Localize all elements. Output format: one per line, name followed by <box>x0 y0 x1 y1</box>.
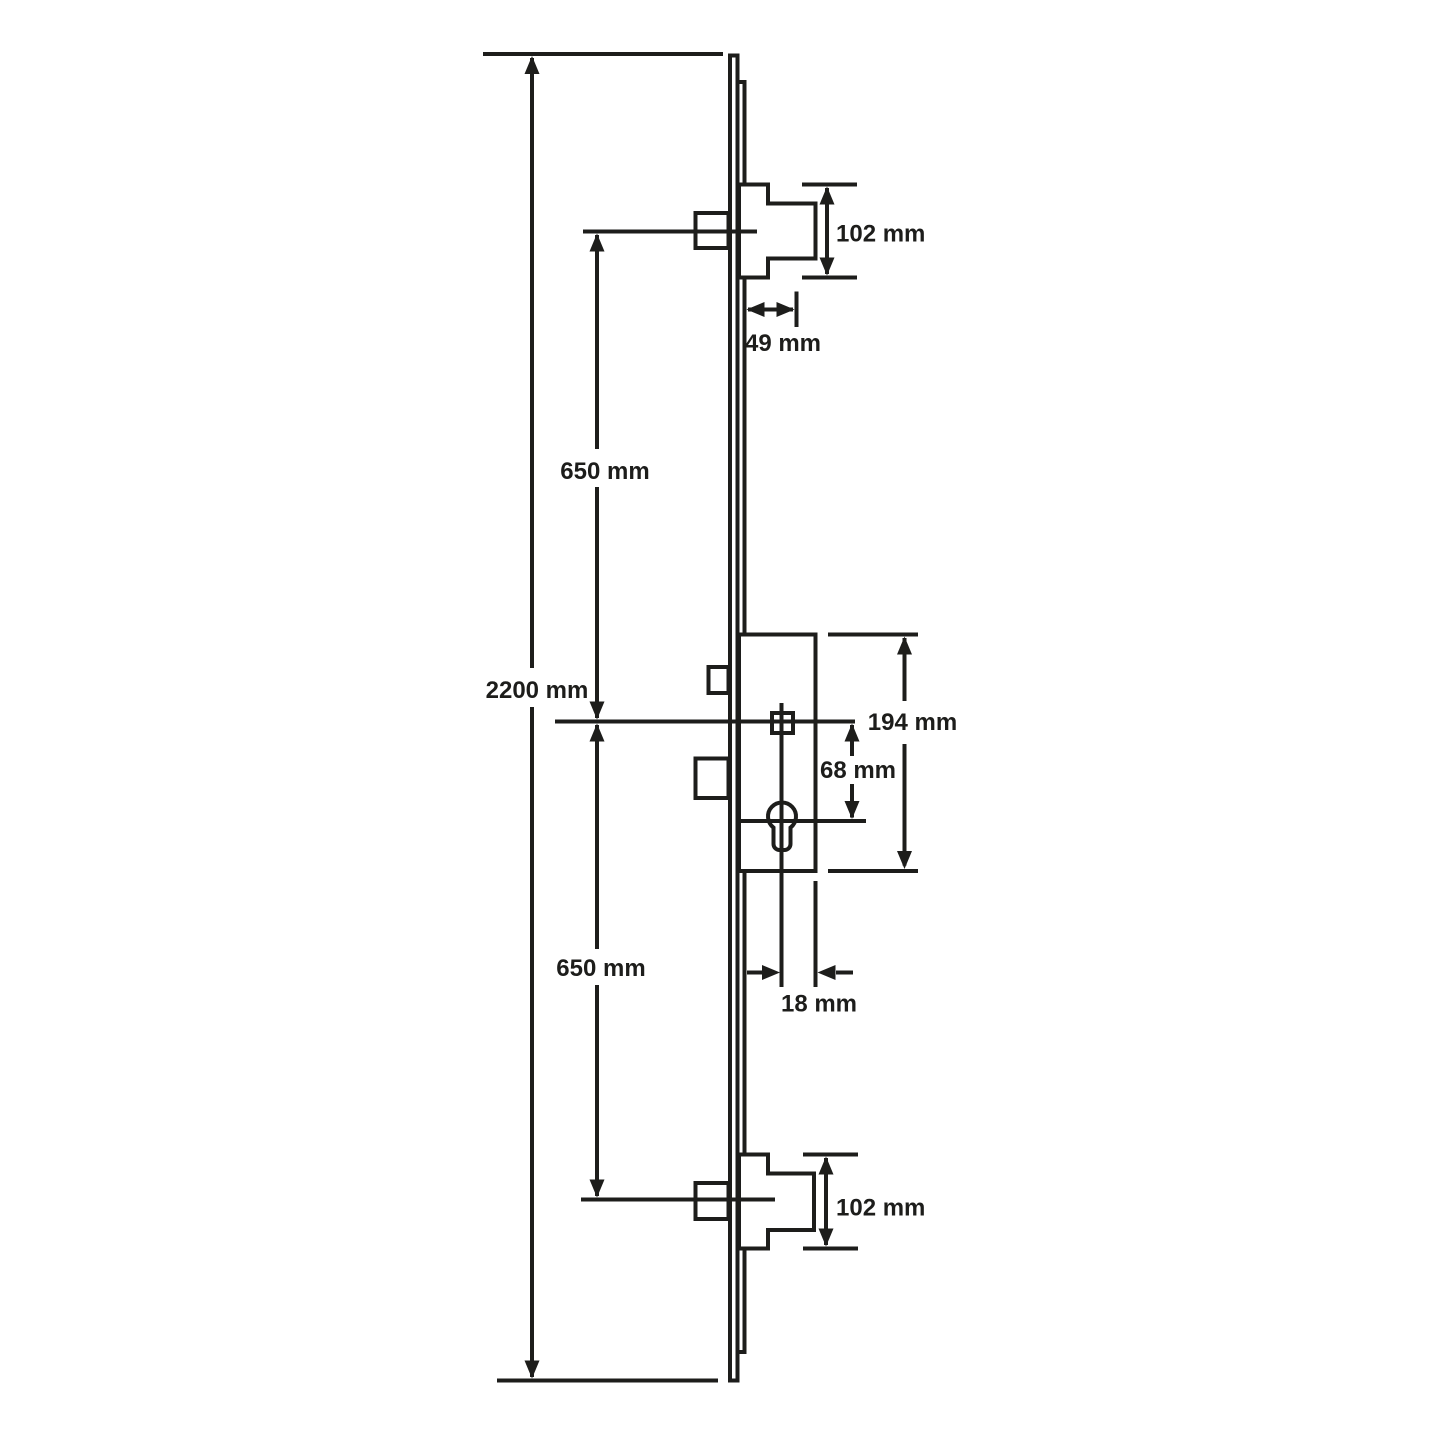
dim-label-upper-span: 650 mm <box>560 458 649 485</box>
dim-lower-650: 650 mm <box>556 723 646 1198</box>
dim-label-main-case: 194 mm <box>868 709 957 736</box>
dim-label-backset: 49 mm <box>745 330 821 357</box>
arrowhead-right <box>762 965 780 980</box>
arrowhead-up <box>819 186 835 205</box>
dim-194: 194 mm <box>828 632 957 873</box>
arrowhead-down <box>524 1360 540 1379</box>
bottom-bolt-case <box>737 1152 816 1251</box>
arrowhead-down <box>589 701 605 720</box>
arrowhead-up <box>589 723 605 742</box>
arrowhead-right <box>776 302 795 317</box>
dim-label-top-case: 102 mm <box>836 221 925 248</box>
arrowhead-up <box>897 636 912 655</box>
latch-rear-block <box>706 665 731 695</box>
dim-top-102: 102 mm <box>802 182 925 280</box>
dim-label-cylinder-inset: 18 mm <box>781 991 857 1018</box>
dim-18: 18 mm <box>747 965 857 1018</box>
arrowhead-up <box>589 233 605 252</box>
reference-lines <box>483 52 866 1383</box>
arrowhead-down <box>589 1179 605 1198</box>
top-bolt-case <box>737 182 818 280</box>
arrowhead-down <box>819 257 835 276</box>
dim-68: 68 mm <box>820 723 896 819</box>
dim-49: 49 mm <box>745 291 821 357</box>
arrowhead-up <box>524 56 540 74</box>
arrowhead-down <box>818 1228 834 1247</box>
arrowhead-down <box>844 801 860 819</box>
arrowhead-left <box>746 302 765 317</box>
arrowhead-down <box>897 851 912 869</box>
dim-bottom-102: 102 mm <box>803 1152 925 1251</box>
dim-label-lower-span: 650 mm <box>556 955 645 982</box>
deadbolt-rear-block <box>693 756 731 800</box>
arrowhead-left <box>817 965 836 980</box>
lock-hardware <box>693 53 818 1383</box>
arrowhead-up <box>818 1156 834 1175</box>
dim-label-spindle-to-cylinder: 68 mm <box>820 757 896 784</box>
faceplate-strip <box>728 53 740 1383</box>
dim-overall-2200: 2200 mm <box>486 56 589 1379</box>
dim-upper-650: 650 mm <box>560 233 650 720</box>
dim-label-bottom-case: 102 mm <box>836 1195 925 1222</box>
dim-label-overall: 2200 mm <box>486 677 589 704</box>
arrowhead-up <box>844 723 860 742</box>
